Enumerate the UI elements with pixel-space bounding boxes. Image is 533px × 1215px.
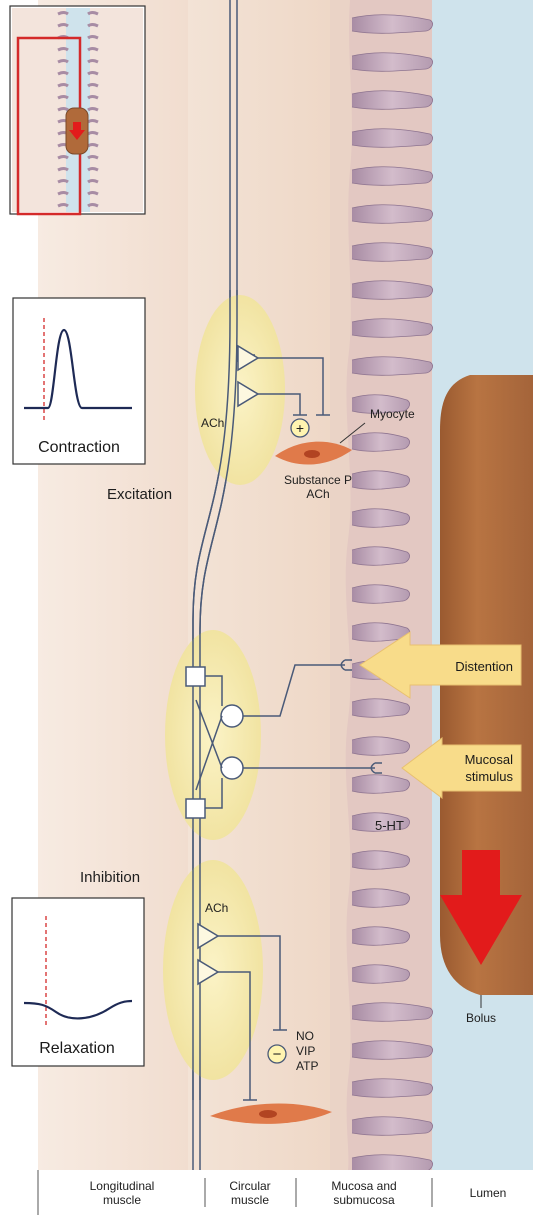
layer-mucosa-line2: submucosa [333, 1193, 395, 1207]
thumbnail-villus [58, 61, 68, 63]
thumbnail-villus [58, 169, 68, 171]
inhibition-label: Inhibition [80, 869, 140, 886]
thumbnail-villus [58, 205, 68, 207]
relaxation-inset: Relaxation [12, 898, 144, 1066]
thumbnail-villus [88, 73, 98, 75]
thumbnail-villus [88, 97, 98, 99]
intestine-thumbnail-inset [10, 6, 145, 214]
excitatory-sign: + [296, 420, 304, 436]
thumbnail-villus [88, 169, 98, 171]
relaxation-label: Relaxation [39, 1040, 115, 1057]
thumbnail-villus [88, 109, 98, 111]
vip-label: VIP [296, 1044, 315, 1058]
layer-circular-line1: Circular [229, 1179, 270, 1193]
no-label: NO [296, 1029, 314, 1043]
thumbnail-villus [88, 61, 98, 63]
contraction-label: Contraction [38, 439, 120, 456]
thumbnail-villus [88, 133, 98, 135]
thumbnail-villus [88, 181, 98, 183]
ach-sub-label: ACh [306, 487, 329, 501]
thumbnail-villus [58, 85, 68, 87]
ach-top-label: ACh [201, 416, 224, 430]
thumbnail-villus [88, 37, 98, 39]
inhibitory-sign: − [273, 1046, 282, 1063]
mucosal-label-1: Mucosal [465, 752, 514, 767]
myocyte-label: Myocyte [370, 407, 415, 421]
layer-mucosa-line1: Mucosa and [331, 1179, 396, 1193]
thumbnail-villus [58, 109, 68, 111]
thumbnail-villus [58, 97, 68, 99]
thumbnail-villus [88, 85, 98, 87]
thumbnail-villus [58, 25, 68, 27]
layer-lumen: Lumen [470, 1186, 507, 1200]
thumbnail-villus [88, 13, 98, 15]
distention-label: Distention [455, 659, 513, 674]
thumbnail-villus [58, 49, 68, 51]
five-ht-label: 5-HT [375, 818, 404, 833]
layer-longitudinal-line1: Longitudinal [90, 1179, 155, 1193]
layer-longitudinal-line2: muscle [103, 1193, 141, 1207]
thumbnail-villus [88, 49, 98, 51]
ach-bottom-label: ACh [205, 901, 228, 915]
layer-circular-line2: muscle [231, 1193, 269, 1207]
contraction-inset: Contraction [13, 298, 145, 464]
thumbnail-villus [58, 73, 68, 75]
excitation-label: Excitation [107, 486, 172, 503]
bolus-label: Bolus [466, 1011, 496, 1025]
atp-label: ATP [296, 1059, 318, 1073]
thumbnail-villus [88, 193, 98, 195]
thumbnail-villus [58, 193, 68, 195]
thumbnail-villus [58, 157, 68, 159]
bolus [440, 375, 533, 1008]
thumbnail-villus [58, 13, 68, 15]
mucosal-label-2: stimulus [465, 769, 513, 784]
thumbnail-villus [88, 205, 98, 207]
thumbnail-villus [88, 25, 98, 27]
thumbnail-villus [88, 157, 98, 159]
thumbnail-villus [88, 121, 98, 123]
thumbnail-villus [88, 145, 98, 147]
substance-p-label: Substance P [284, 473, 352, 487]
layer-labels: Longitudinal muscle Circular muscle Muco… [38, 1170, 533, 1215]
thumbnail-villus [58, 181, 68, 183]
